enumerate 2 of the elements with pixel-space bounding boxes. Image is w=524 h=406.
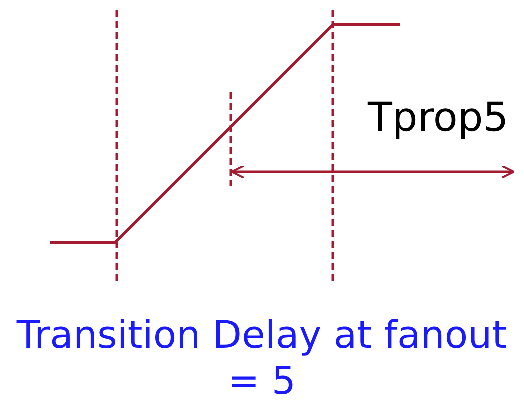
caption: Transition Delay at fanout = 5 <box>16 312 508 404</box>
delay-label: Tprop5 <box>368 98 509 138</box>
